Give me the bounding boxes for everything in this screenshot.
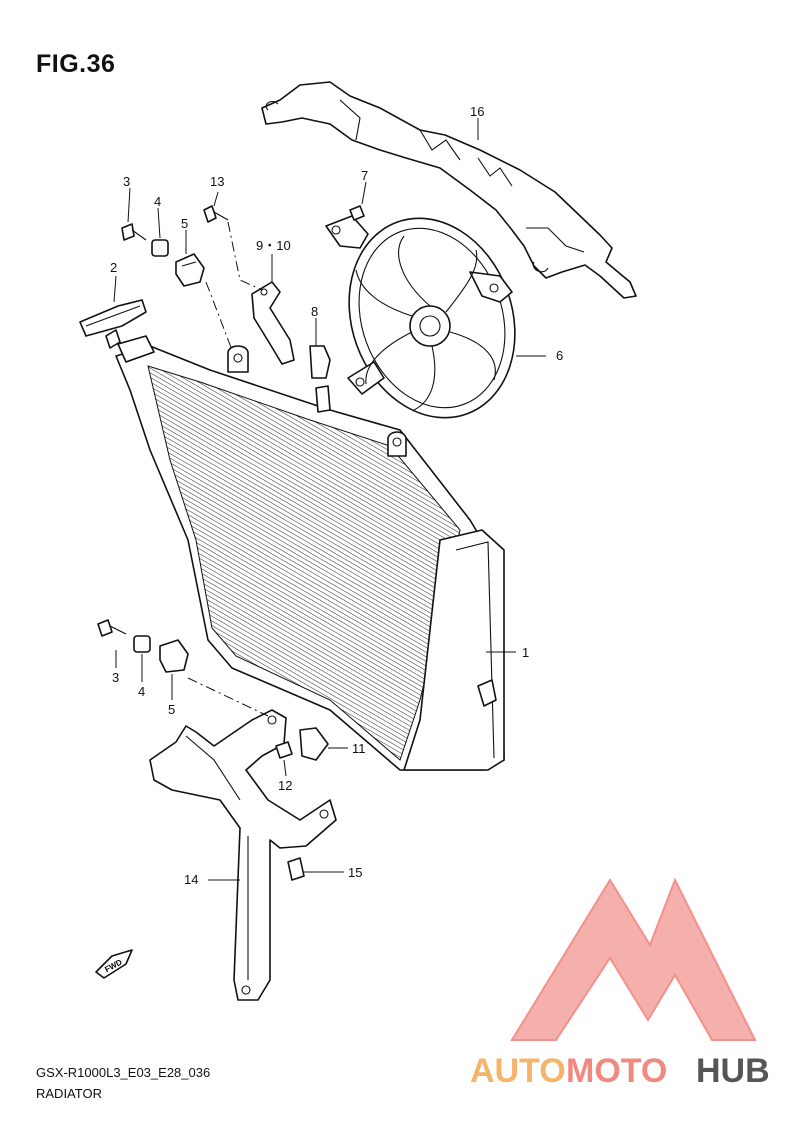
alignment-line-lower-mount — [187, 677, 269, 717]
alignment-line-upper-mount — [205, 281, 233, 351]
part-3-lower-bolt — [97, 619, 127, 637]
fwd-direction-arrow: FWD — [95, 949, 133, 979]
callout-8: 8 — [311, 304, 318, 319]
section-name: RADIATOR — [36, 1086, 102, 1101]
callout-11: 11 — [352, 741, 366, 756]
callout-12: 12 — [278, 778, 292, 793]
callout-14: 14 — [184, 872, 198, 887]
callout-7: 7 — [361, 168, 368, 183]
leader-lines — [113, 118, 546, 881]
part-5-lower-grommet — [159, 639, 189, 673]
callout-15: 15 — [348, 865, 362, 880]
part-4-lower-collar — [133, 635, 151, 653]
part-6-cooling-fan — [325, 215, 516, 419]
callout-9-10: 9・10 — [256, 238, 291, 253]
part-8-clip-nut — [309, 345, 331, 379]
callout-3-lower: 3 — [112, 670, 119, 685]
part-14-lower-bracket — [149, 709, 337, 1001]
part-15-bolt — [287, 857, 305, 881]
callout-3-upper: 3 — [123, 174, 130, 189]
watermark-text: AUTO MOTO HUB — [470, 1052, 770, 1090]
watermark-auto: AUTO — [470, 1052, 566, 1090]
part-11-clip-nut — [299, 727, 329, 761]
model-code: GSX-R1000L3_E03_E28_036 — [36, 1065, 211, 1080]
callouts: 16 7 13 3 4 5 9・10 2 8 6 1 3 4 5 11 12 1… — [110, 104, 563, 887]
callout-1: 1 — [522, 645, 529, 660]
part-2-radiator-cap — [79, 299, 147, 349]
watermark-logo — [510, 877, 757, 1041]
part-1-radiator — [115, 335, 505, 771]
callout-16: 16 — [470, 104, 484, 119]
part-16-upper-bracket — [261, 81, 637, 299]
callout-5-upper: 5 — [181, 216, 188, 231]
alignment-line-bracket — [227, 221, 263, 291]
part-4-upper-collar — [151, 239, 169, 257]
figure-title: FIG.36 — [36, 50, 116, 78]
callout-6: 6 — [556, 348, 563, 363]
watermark-moto: MOTO — [566, 1052, 667, 1090]
part-13-bolt — [203, 205, 229, 223]
callout-2: 2 — [110, 260, 117, 275]
part-5-upper-grommet — [175, 253, 205, 287]
callout-5-lower: 5 — [168, 702, 175, 717]
part-3-upper-bolt — [121, 223, 147, 241]
part-7-fan-bolt — [349, 205, 365, 221]
callout-4-lower: 4 — [138, 684, 145, 699]
part-12-bolt — [275, 741, 293, 759]
watermark-hub: HUB — [696, 1052, 770, 1090]
part-9-10-fan-bracket — [251, 281, 295, 365]
callout-13: 13 — [210, 174, 224, 189]
callout-4-upper: 4 — [154, 194, 161, 209]
